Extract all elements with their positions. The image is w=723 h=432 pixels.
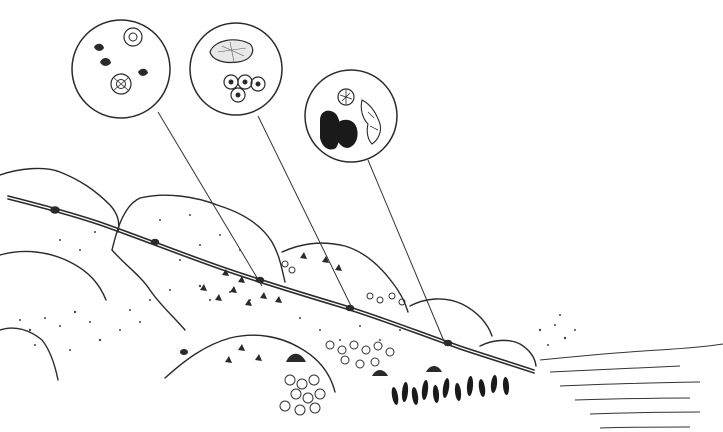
callout-circle-3	[305, 70, 397, 162]
callout-pointers	[158, 112, 446, 346]
rock-texture	[19, 214, 576, 351]
shore-rope	[8, 196, 534, 373]
shore-organisms	[180, 252, 510, 415]
callout-circle-2	[190, 23, 282, 115]
sea-water	[540, 344, 723, 428]
callout-circle-1	[72, 20, 170, 118]
rock-outlines	[0, 168, 536, 392]
